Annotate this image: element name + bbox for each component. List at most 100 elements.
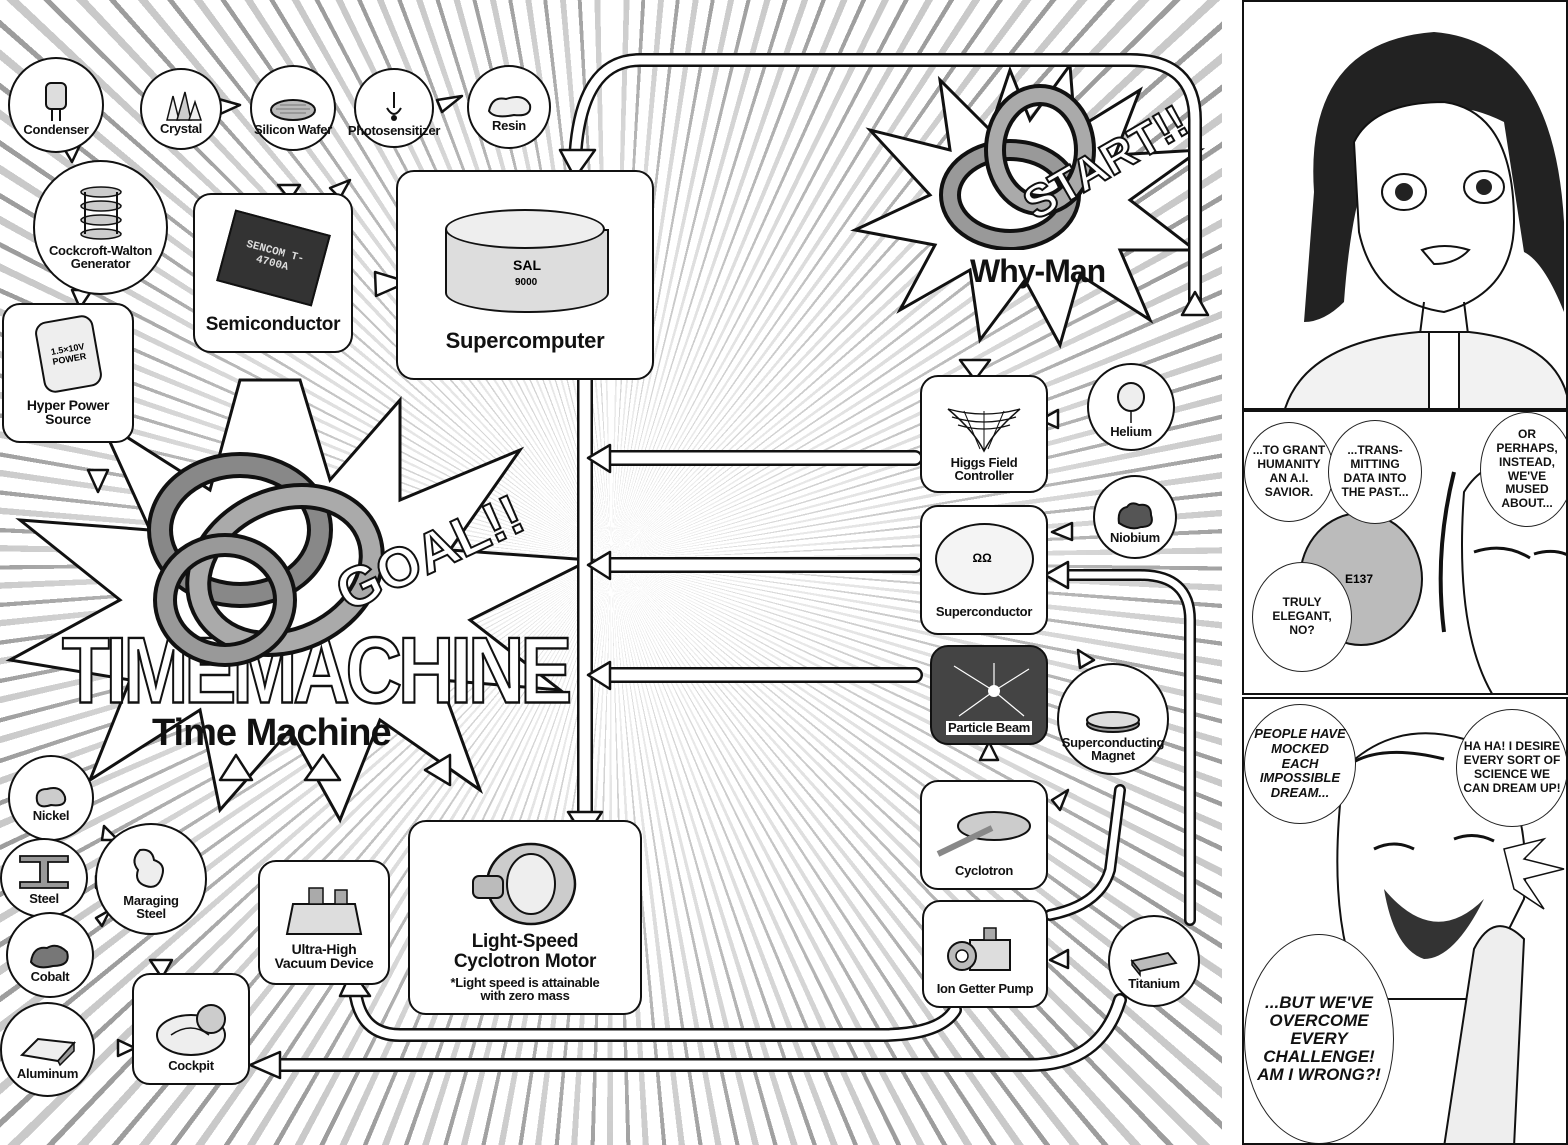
nickel-label: Nickel — [32, 808, 70, 824]
speech-balloon-3: OR PERHAPS, INSTEAD, WE'VE MUSED ABOUT..… — [1480, 412, 1566, 527]
niobium-label: Niobium — [1110, 530, 1160, 546]
light-speed-footnote: *Light speed is attainable with zero mas… — [450, 974, 600, 1004]
crystal-label: Crystal — [160, 121, 202, 137]
cobalt-node: Cobalt — [6, 912, 94, 998]
speech-balloon-4: TRULY ELEGANT, NO? — [1252, 562, 1352, 672]
superconducting-magnet-node: Superconducting Magnet — [1057, 663, 1169, 775]
speech-balloon-6: HA HA! I DESIRE EVERY SORT OF SCIENCE WE… — [1456, 709, 1566, 827]
cockpit-node: Cockpit — [132, 973, 250, 1085]
higgs-field-controller-label: Higgs Field Controller — [950, 454, 1018, 484]
speech-balloon-7: ...BUT WE'VE OVERCOME EVERY CHALLENGE! A… — [1244, 934, 1394, 1143]
superconducting-magnet-label: Superconducting Magnet — [1061, 734, 1165, 764]
supercomputer-drum-icon: SAL 9000 — [445, 208, 609, 313]
resin-icon — [487, 96, 532, 118]
cockcroft-walton-node: Cockcroft-Walton Generator — [33, 160, 168, 295]
photosensitizer-icon — [386, 92, 402, 122]
ion-getter-pump-icon — [947, 927, 1011, 972]
aluminum-foil-icon — [19, 1038, 76, 1067]
higgs-field-icon — [947, 408, 1021, 453]
cyclotron-node: Cyclotron — [920, 780, 1048, 890]
superconductor-node: ΩΩ Superconductor — [920, 505, 1048, 635]
crystal-node: Crystal — [140, 68, 222, 150]
power-cell-text: 1.5×10V POWER — [49, 340, 87, 367]
particle-beam-label: Particle Beam — [945, 720, 1033, 736]
nickel-icon — [35, 787, 67, 808]
aluminum-label: Aluminum — [16, 1066, 79, 1082]
superconductor-icon: ΩΩ — [934, 523, 1034, 596]
semiconductor-node: SENCOM T-4700A Semiconductor — [193, 193, 353, 353]
time-machine-title: Time Machine — [152, 712, 392, 754]
time-machine-rings-illustration — [147, 452, 385, 667]
particle-beam-icon — [953, 663, 1030, 717]
silicon-wafer-icon — [270, 99, 316, 122]
hyper-power-source-node: 1.5×10V POWER Hyper Power Source — [2, 303, 134, 443]
cyclotron-label: Cyclotron — [955, 863, 1013, 879]
aluminum-node: Aluminum — [0, 1002, 95, 1097]
maraging-steel-icon — [133, 848, 164, 888]
higgs-field-controller-node: Higgs Field Controller — [920, 375, 1048, 493]
light-speed-cyclotron-motor-label: Light-Speed Cyclotron Motor — [453, 930, 597, 972]
superconducting-magnet-icon — [1086, 710, 1140, 733]
supercomputer-node: SAL 9000 Supercomputer — [396, 170, 654, 380]
photosensitizer-node: Photosensitizer — [348, 68, 440, 148]
steel-beam-icon — [19, 855, 69, 890]
silicon-wafer-label: Silicon Wafer — [254, 122, 332, 138]
ultra-high-vacuum-device-label: Ultra-High Vacuum Device — [274, 940, 374, 972]
vacuum-device-icon — [285, 886, 363, 935]
hyper-power-source-label: Hyper Power Source — [26, 396, 110, 428]
panel-1 — [1242, 0, 1568, 410]
cockpit-icon — [156, 1004, 226, 1057]
semiconductor-label: Semiconductor — [205, 314, 341, 336]
resin-label: Resin — [492, 118, 526, 134]
page-gutter — [1222, 0, 1242, 1145]
sal-number: 9000 — [515, 276, 538, 288]
magnet-omega-text: ΩΩ — [972, 551, 992, 566]
steel-node: Steel — [0, 838, 88, 918]
ultra-high-vacuum-device-node: Ultra-High Vacuum Device — [258, 860, 390, 985]
panel-2: E137 ...TO GRANT HUMANITY AN A.I. SAVIOR… — [1242, 410, 1568, 695]
why-man-rings-illustration — [939, 84, 1096, 250]
nickel-node: Nickel — [8, 755, 94, 841]
ion-getter-pump-label: Ion Getter Pump — [936, 981, 1034, 997]
cobalt-icon — [29, 945, 69, 969]
cobalt-label: Cobalt — [30, 969, 70, 985]
cockcroft-walton-label: Cockcroft-Walton Generator — [48, 242, 153, 272]
condenser-label: Condenser — [23, 122, 89, 138]
chip-text: SENCOM T-4700A — [244, 238, 305, 274]
panel-3: PEOPLE HAVE MOCKED EACH IMPOSSIBLE DREAM… — [1242, 697, 1568, 1145]
niobium-icon — [1117, 502, 1153, 530]
cockpit-label: Cockpit — [168, 1058, 214, 1074]
titanium-label: Titanium — [1128, 976, 1180, 992]
steel-label: Steel — [29, 891, 59, 907]
maraging-steel-node: Maraging Steel — [95, 823, 207, 935]
superconductor-label: Superconductor — [935, 604, 1033, 620]
cyclotron-motor-icon — [472, 842, 577, 926]
speech-balloon-1: ...TO GRANT HUMANITY AN A.I. SAVIOR. — [1244, 422, 1334, 522]
flow-arrows — [60, 53, 1210, 1080]
condenser-icon — [45, 82, 67, 122]
robot-capsule-text: E137 — [1345, 572, 1374, 586]
condenser-node: Condenser — [8, 57, 104, 153]
power-cell-icon: 1.5×10V POWER — [32, 313, 104, 395]
particle-beam-node: Particle Beam — [930, 645, 1048, 745]
ion-getter-pump-node: Ion Getter Pump — [922, 900, 1048, 1008]
titanium-bar-icon — [1130, 952, 1178, 978]
photosensitizer-label: Photosensitizer — [347, 123, 441, 139]
speech-balloon-2: ...TRANS-MITTING DATA INTO THE PAST... — [1328, 420, 1422, 524]
niobium-node: Niobium — [1093, 475, 1177, 559]
semiconductor-chip-icon: SENCOM T-4700A — [215, 209, 331, 307]
crystal-icon — [166, 92, 203, 122]
maraging-steel-label: Maraging Steel — [123, 892, 179, 922]
helium-balloon-icon — [1117, 382, 1145, 424]
sal-text: SAL — [513, 256, 541, 273]
light-speed-cyclotron-motor-node: Light-Speed Cyclotron Motor *Light speed… — [408, 820, 642, 1015]
tech-tree-spread: TIMEMACHINE GOAL!! Time Machine START!! … — [0, 0, 1222, 1145]
senku-portrait-illustration — [1284, 32, 1566, 408]
helium-label: Helium — [1110, 424, 1152, 440]
silicon-wafer-node: Silicon Wafer — [250, 65, 336, 151]
supercomputer-label: Supercomputer — [445, 327, 605, 353]
speech-balloon-5: PEOPLE HAVE MOCKED EACH IMPOSSIBLE DREAM… — [1244, 704, 1356, 824]
titanium-node: Titanium — [1108, 915, 1200, 1007]
resin-node: Resin — [467, 65, 551, 149]
